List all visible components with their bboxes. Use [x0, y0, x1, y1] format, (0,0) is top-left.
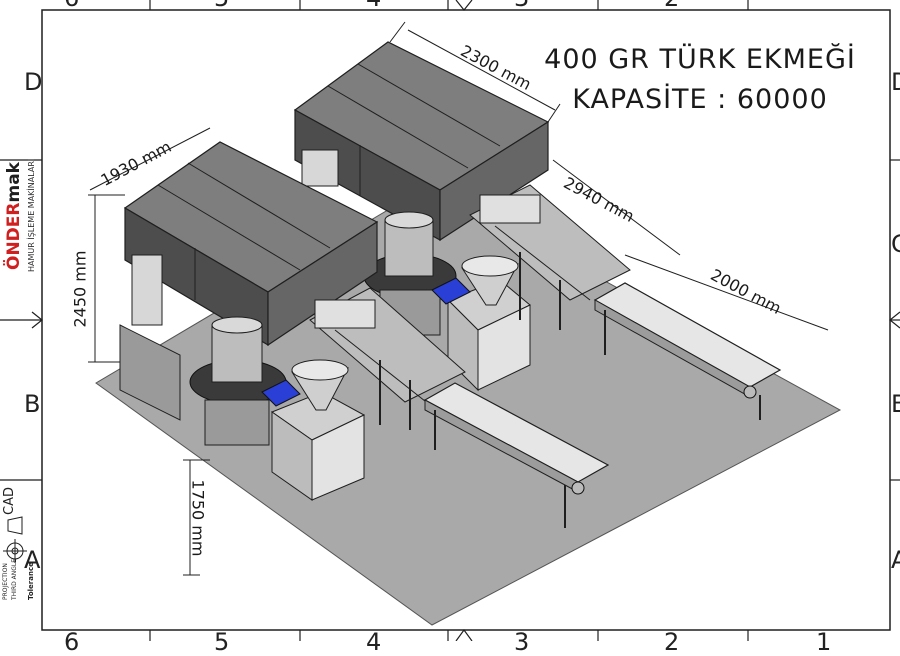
zone-bottom-2: 2: [664, 628, 680, 656]
divider-left: [261, 359, 366, 501]
zone-bottom-3: 3: [514, 628, 530, 656]
projection-symbol: [3, 516, 27, 563]
zone-left-d: D: [24, 68, 43, 96]
zone-right-b: B: [891, 390, 900, 418]
third-angle-label: THIRD ANGLE: [11, 558, 18, 600]
zone-bottom-4: 4: [366, 628, 382, 656]
dim-height: 2450 mm: [70, 250, 90, 328]
zone-top-5: 5: [214, 0, 229, 10]
cad-label: CAD: [2, 487, 17, 515]
centering-marks: [31, 0, 900, 641]
moulder-right: [469, 184, 631, 330]
projection-label: PROJECTION: [2, 563, 9, 600]
rounder-left: [189, 316, 287, 446]
zone-top-4: 4: [366, 0, 381, 10]
zone-right-c: C: [891, 230, 900, 258]
zone-top-3: 3: [514, 0, 529, 10]
zone-top-6: 6: [64, 0, 79, 10]
brand-logo: ÖNDERmak: [4, 162, 24, 270]
proofer-cabinet-left: [119, 141, 379, 421]
moulder-left: [309, 287, 466, 430]
zone-right-d: D: [891, 70, 900, 94]
zone-top-2: 2: [664, 0, 679, 10]
brand-logo-mak: mak: [4, 162, 24, 203]
dim-floor-depth: 1750 mm: [188, 479, 208, 557]
brand-logo-onder: ÖNDER: [4, 202, 24, 271]
zone-right-a: A: [891, 546, 900, 574]
conveyor-right: [593, 282, 782, 420]
brand-tagline: HAMUR İŞLEME MAKİNALARI: [27, 158, 36, 272]
divider-right: [431, 255, 531, 392]
zone-bottom-6: 6: [64, 628, 80, 656]
conveyor-left: [423, 382, 610, 528]
zone-bottom-1: 1: [816, 628, 832, 656]
drawing-title: 400 GR TÜRK EKMEĞİ: [544, 44, 856, 75]
proofer-cabinet-right: [293, 41, 550, 242]
zone-left-b: B: [24, 390, 41, 418]
zone-left-a: A: [24, 546, 41, 574]
tolerance-label: Tolerance: [27, 562, 35, 600]
zone-ticks: [0, 0, 900, 641]
cad-drawing: [0, 0, 900, 641]
dimension-lines: [88, 21, 829, 576]
capacity-label: KAPASİTE : 60000: [572, 84, 828, 115]
zone-bottom-5: 5: [214, 628, 230, 656]
